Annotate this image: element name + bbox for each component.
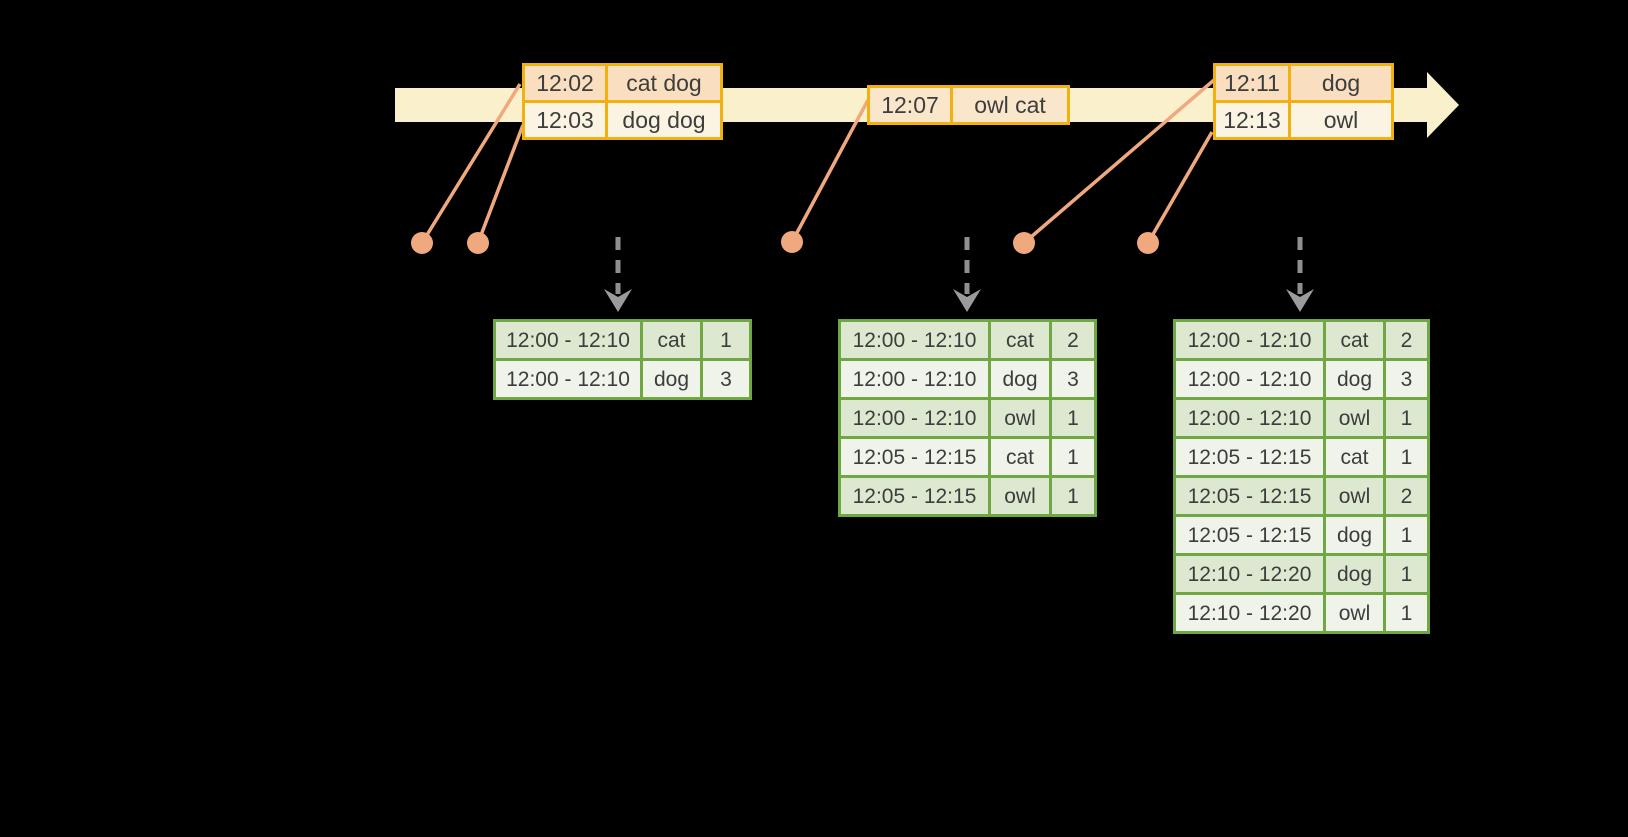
arrow-down-icon <box>953 289 981 312</box>
word-cell: owl <box>991 478 1049 514</box>
window-cell: 12:05 - 12:15 <box>841 478 988 514</box>
count-cell: 1 <box>1386 439 1427 475</box>
count-cell: 3 <box>1386 361 1427 397</box>
count-cell: 1 <box>703 322 749 358</box>
count-cell: 3 <box>703 361 749 397</box>
event-time: 12:13 <box>1216 103 1288 137</box>
timeline-arrowhead-icon <box>1427 72 1459 138</box>
connector-line <box>1022 78 1216 245</box>
word-cell: cat <box>643 322 700 358</box>
window-cell: 12:00 - 12:10 <box>496 361 640 397</box>
count-cell: 1 <box>1052 400 1094 436</box>
word-cell: owl <box>1326 478 1383 514</box>
event-table-1: 12:02 cat dog 12:03 dog dog <box>522 63 723 140</box>
arrow-down-icon <box>604 289 632 312</box>
word-cell: dog <box>1326 517 1383 553</box>
word-cell: dog <box>1326 556 1383 592</box>
result-table-2: 12:00 - 12:10 cat 2 12:00 - 12:10 dog 3 … <box>838 319 1097 517</box>
window-cell: 12:00 - 12:10 <box>1176 361 1323 397</box>
window-cell: 12:05 - 12:15 <box>1176 439 1323 475</box>
window-cell: 12:00 - 12:10 <box>1176 322 1323 358</box>
arrow-down-icon <box>1286 289 1314 312</box>
word-cell: owl <box>1326 400 1383 436</box>
event-connector-lines <box>420 78 1216 245</box>
window-cell: 12:00 - 12:10 <box>841 400 988 436</box>
window-cell: 12:05 - 12:15 <box>1176 517 1323 553</box>
word-cell: cat <box>991 439 1049 475</box>
event-dot <box>781 231 803 253</box>
event-table-2: 12:07 owl cat <box>867 85 1070 125</box>
count-cell: 1 <box>1386 595 1427 631</box>
event-words: cat dog <box>608 66 720 100</box>
word-cell: dog <box>1326 361 1383 397</box>
window-cell: 12:00 - 12:10 <box>496 322 640 358</box>
event-time: 12:03 <box>525 103 605 137</box>
connector-line <box>420 83 522 244</box>
window-cell: 12:10 - 12:20 <box>1176 595 1323 631</box>
count-cell: 1 <box>1052 439 1094 475</box>
window-cell: 12:00 - 12:10 <box>841 322 988 358</box>
count-cell: 1 <box>1052 478 1094 514</box>
count-cell: 2 <box>1386 478 1427 514</box>
word-cell: dog <box>643 361 700 397</box>
event-words: dog <box>1291 66 1391 100</box>
word-cell: owl <box>991 400 1049 436</box>
count-cell: 1 <box>1386 400 1427 436</box>
event-words: owl <box>1291 103 1391 137</box>
window-cell: 12:05 - 12:15 <box>1176 478 1323 514</box>
word-cell: cat <box>991 322 1049 358</box>
connector-line <box>1146 131 1214 244</box>
event-dots <box>411 231 1159 254</box>
trigger-arrows <box>604 237 1314 312</box>
event-time: 12:02 <box>525 66 605 100</box>
connector-line <box>790 99 870 243</box>
event-dot <box>1013 232 1035 254</box>
event-time: 12:07 <box>870 88 950 122</box>
event-dot <box>1137 232 1159 254</box>
window-cell: 12:10 - 12:20 <box>1176 556 1323 592</box>
event-words: owl cat <box>953 88 1067 122</box>
event-words: dog dog <box>608 103 720 137</box>
event-dot <box>411 232 433 254</box>
word-cell: cat <box>1326 439 1383 475</box>
window-cell: 12:00 - 12:10 <box>1176 400 1323 436</box>
result-table-3: 12:00 - 12:10 cat 2 12:00 - 12:10 dog 3 … <box>1173 319 1430 634</box>
word-cell: owl <box>1326 595 1383 631</box>
event-table-3: 12:11 dog 12:13 owl <box>1213 63 1394 140</box>
window-cell: 12:05 - 12:15 <box>841 439 988 475</box>
connector-line <box>476 124 525 244</box>
event-dot <box>467 232 489 254</box>
word-cell: cat <box>1326 322 1383 358</box>
word-cell: dog <box>991 361 1049 397</box>
count-cell: 1 <box>1386 517 1427 553</box>
result-table-1: 12:00 - 12:10 cat 1 12:00 - 12:10 dog 3 <box>493 319 752 400</box>
count-cell: 2 <box>1052 322 1094 358</box>
window-cell: 12:00 - 12:10 <box>841 361 988 397</box>
count-cell: 1 <box>1386 556 1427 592</box>
count-cell: 3 <box>1052 361 1094 397</box>
event-time: 12:11 <box>1216 66 1288 100</box>
count-cell: 2 <box>1386 322 1427 358</box>
